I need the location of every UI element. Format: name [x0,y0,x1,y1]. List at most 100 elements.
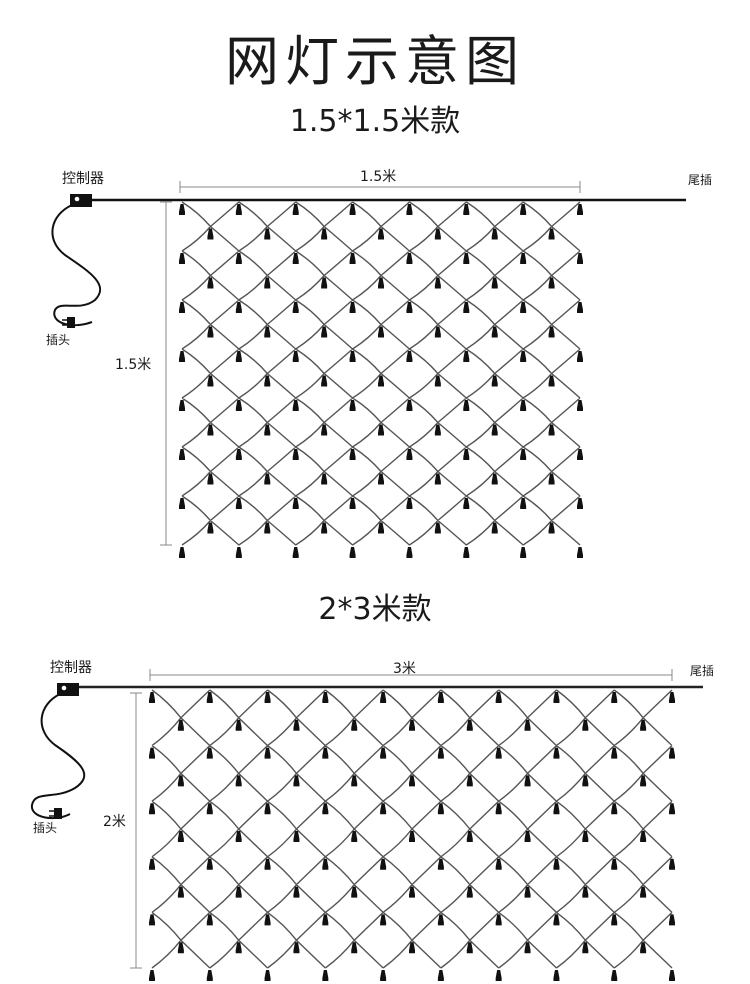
plug-icon [54,808,62,819]
led-bulb-icon [206,692,213,703]
led-bulb-icon [206,803,213,815]
led-bulb-icon [577,204,583,215]
led-bulb-icon [380,858,387,870]
led-bulb-icon [207,228,214,240]
controller-box-icon [57,683,79,696]
power-cord-1 [51,204,102,327]
led-bulb-icon [292,253,299,264]
led-bulb-icon [611,803,618,815]
led-bulb-icon [409,886,415,898]
led-bulb-icon [149,914,155,926]
led-bulb-icon [235,498,242,509]
led-bulb-icon [351,775,358,787]
led-bulb-icon [349,204,356,215]
led-bulb-icon [520,302,527,313]
led-bulb-icon [669,914,675,926]
led-bulb-icon [177,719,184,731]
led-bulb-icon [235,253,242,264]
led-bulb-icon [669,747,675,759]
led-bulb-icon [669,692,675,703]
led-bulb-icon [235,449,242,460]
controller-label-1: 控制器 [62,171,104,187]
width-label-1: 1.5米 [360,169,397,185]
led-bulb-icon [264,970,271,981]
led-bulb-icon [292,449,299,460]
led-bulb-icon [351,719,358,731]
led-bulb-icon [495,914,502,926]
led-bulb-icon [207,375,214,387]
led-bulb-icon [495,858,502,870]
led-bulb-icon [322,803,329,815]
led-bulb-icon [491,326,498,338]
led-bulb-icon [409,775,415,787]
led-bulb-icon [463,351,470,362]
led-bulb-icon [611,970,618,981]
led-bulb-icon [264,326,271,338]
led-bulb-icon [409,942,415,954]
led-bulb-icon [264,914,271,926]
led-bulb-icon [491,277,498,289]
led-bulb-icon [548,326,555,338]
led-bulb-icon [322,747,329,759]
led-bulb-icon [611,692,618,703]
led-bulb-icon [582,942,589,954]
led-bulb-icon [406,400,413,411]
led-bulb-icon [235,302,242,313]
led-bulb-icon [434,277,441,289]
height-label-2: 2米 [103,814,126,830]
led-bulb-icon [264,692,271,703]
led-bulb-icon [640,831,647,842]
led-bulb-icon [406,351,413,362]
led-bulb-icon [409,831,415,842]
led-bulb-icon [524,775,531,787]
led-bulb-icon [351,886,358,898]
led-bulb-icon [409,719,415,731]
led-bulb-icon [463,204,470,215]
led-bulb-icon [292,547,299,558]
led-bulb-icon [177,886,184,898]
led-bulb-icon [206,914,213,926]
led-bulb-icon [292,498,299,509]
led-bulb-icon [434,326,441,338]
led-bulb-icon [378,522,384,534]
led-bulb-icon [207,473,214,485]
led-bulb-icon [582,775,589,787]
led-bulb-icon [264,277,271,289]
led-bulb-icon [524,831,531,842]
net-wires [181,201,581,546]
led-bulb-icon [380,747,387,759]
width-label-2: 3米 [393,661,416,677]
led-bulb-icon [495,692,502,703]
led-bulb-icon [177,942,184,954]
led-bulb-icon [548,522,555,534]
led-bulb-icon [520,253,527,264]
led-bulb-icon [264,522,271,534]
led-bulb-icon [466,942,473,954]
led-net-2 [149,689,675,981]
led-bulb-icon [520,498,527,509]
height-label-1: 1.5米 [115,357,152,373]
led-bulb-icon [179,400,185,411]
led-bulb-icon [611,747,618,759]
led-bulb-icon [264,375,271,387]
led-bulb-icon [491,375,498,387]
section-2-hardware [30,669,703,969]
led-bulb-icon [577,302,583,313]
led-bulb-icon [491,522,498,534]
led-bulb-icon [264,424,271,436]
led-bulb-icon [206,858,213,870]
led-bulb-icon [437,803,444,815]
led-bulb-icon [322,692,329,703]
led-bulb-icon [378,424,384,436]
led-bulb-icon [179,302,185,313]
led-bulb-icon [235,547,242,558]
led-bulb-icon [378,228,384,240]
led-bulb-icon [463,449,470,460]
led-bulb-icon [524,942,531,954]
led-bulb-icon [321,277,328,289]
led-bulb-icon [548,228,555,240]
led-bulb-icon [524,886,531,898]
led-bulb-icon [264,747,271,759]
led-bulb-icon [321,375,328,387]
